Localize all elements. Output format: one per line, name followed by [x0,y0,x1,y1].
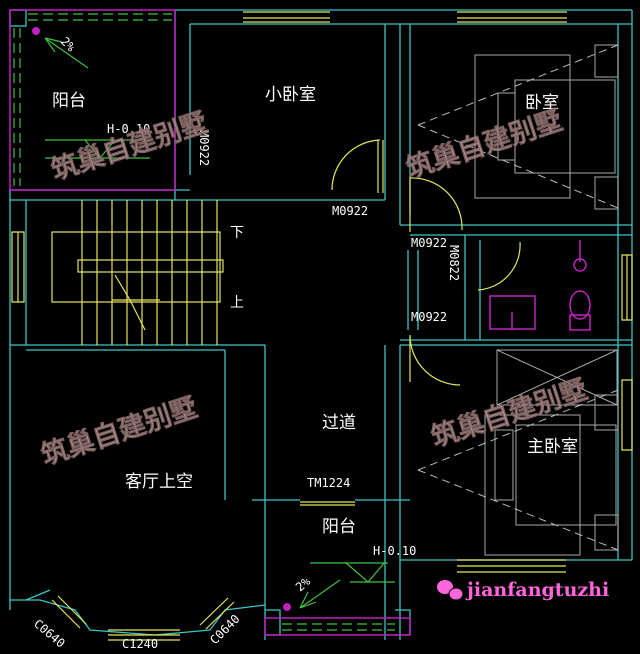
room-label-small-bedroom: 小卧室 [265,85,316,105]
window-label-2: C1240 [122,637,158,651]
stair-down-label: 下 [230,225,244,241]
door-label-2: M0922 [332,204,368,218]
staircase [51,200,224,345]
room-label-balcony-bottom: 阳台 [322,517,356,537]
windows [11,11,633,641]
room-label-corridor: 过道 [322,413,356,433]
railings [9,9,411,636]
brand-text: jianfangtuzhi [465,579,609,601]
window-label-3: C0640 [207,612,242,647]
wechat-icon [437,580,464,601]
elevation-bottom: H-0.10 [373,544,416,558]
door-label-1: M0922 [197,130,211,166]
window-label-1: C0640 [31,617,68,651]
door-label-3: M0922 [411,236,447,250]
elevation-top: H-0.10 [107,122,150,136]
doors [300,139,521,506]
sliding-door-label: TM1224 [307,476,350,490]
room-label-master-bedroom: 主卧室 [527,437,578,457]
room-label-balcony-top: 阳台 [52,91,86,111]
room-label-living-void: 客厅上空 [125,472,193,492]
slope-top: 2% [58,34,79,55]
stair-up-label: 上 [230,295,244,311]
slope-arrows [44,37,395,609]
watermark-1: 筑巢自建别墅 [47,106,211,186]
furniture [417,44,619,556]
door-label-4: M0922 [411,310,447,324]
slope-bottom: 2% [293,574,314,595]
watermark-3: 筑巢自建别墅 [37,391,201,471]
room-label-bedroom: 卧室 [525,93,559,113]
door-label-5: M0822 [447,245,461,281]
